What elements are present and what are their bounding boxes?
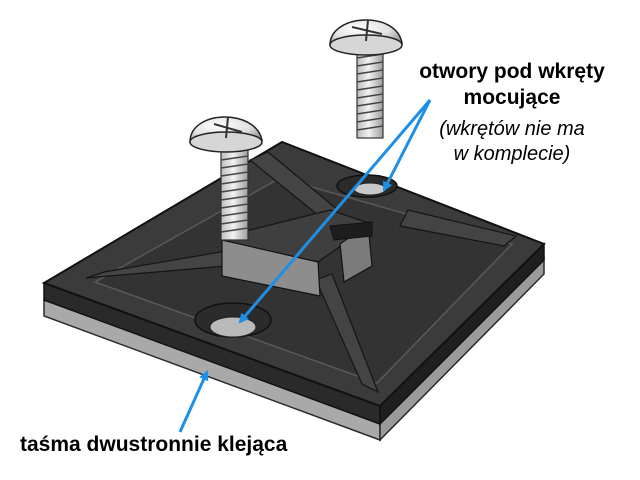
arrow-to-back-hole xyxy=(382,99,432,192)
holes-label-line1: otwory pod wkręty xyxy=(419,60,605,83)
arrows xyxy=(178,99,432,433)
screw-left xyxy=(189,116,263,241)
holes-label-line2: mocujące xyxy=(463,86,561,109)
tape-label: taśma dwustronnie klejąca xyxy=(20,433,288,456)
arrow-to-tape xyxy=(178,370,209,433)
note-label-line2: w komplecie) xyxy=(453,143,571,165)
mount-base xyxy=(41,140,546,426)
arrow-to-front-hole xyxy=(238,99,432,324)
screw-right xyxy=(329,19,403,139)
note-label-line1: (wkrętów nie ma xyxy=(439,118,585,140)
